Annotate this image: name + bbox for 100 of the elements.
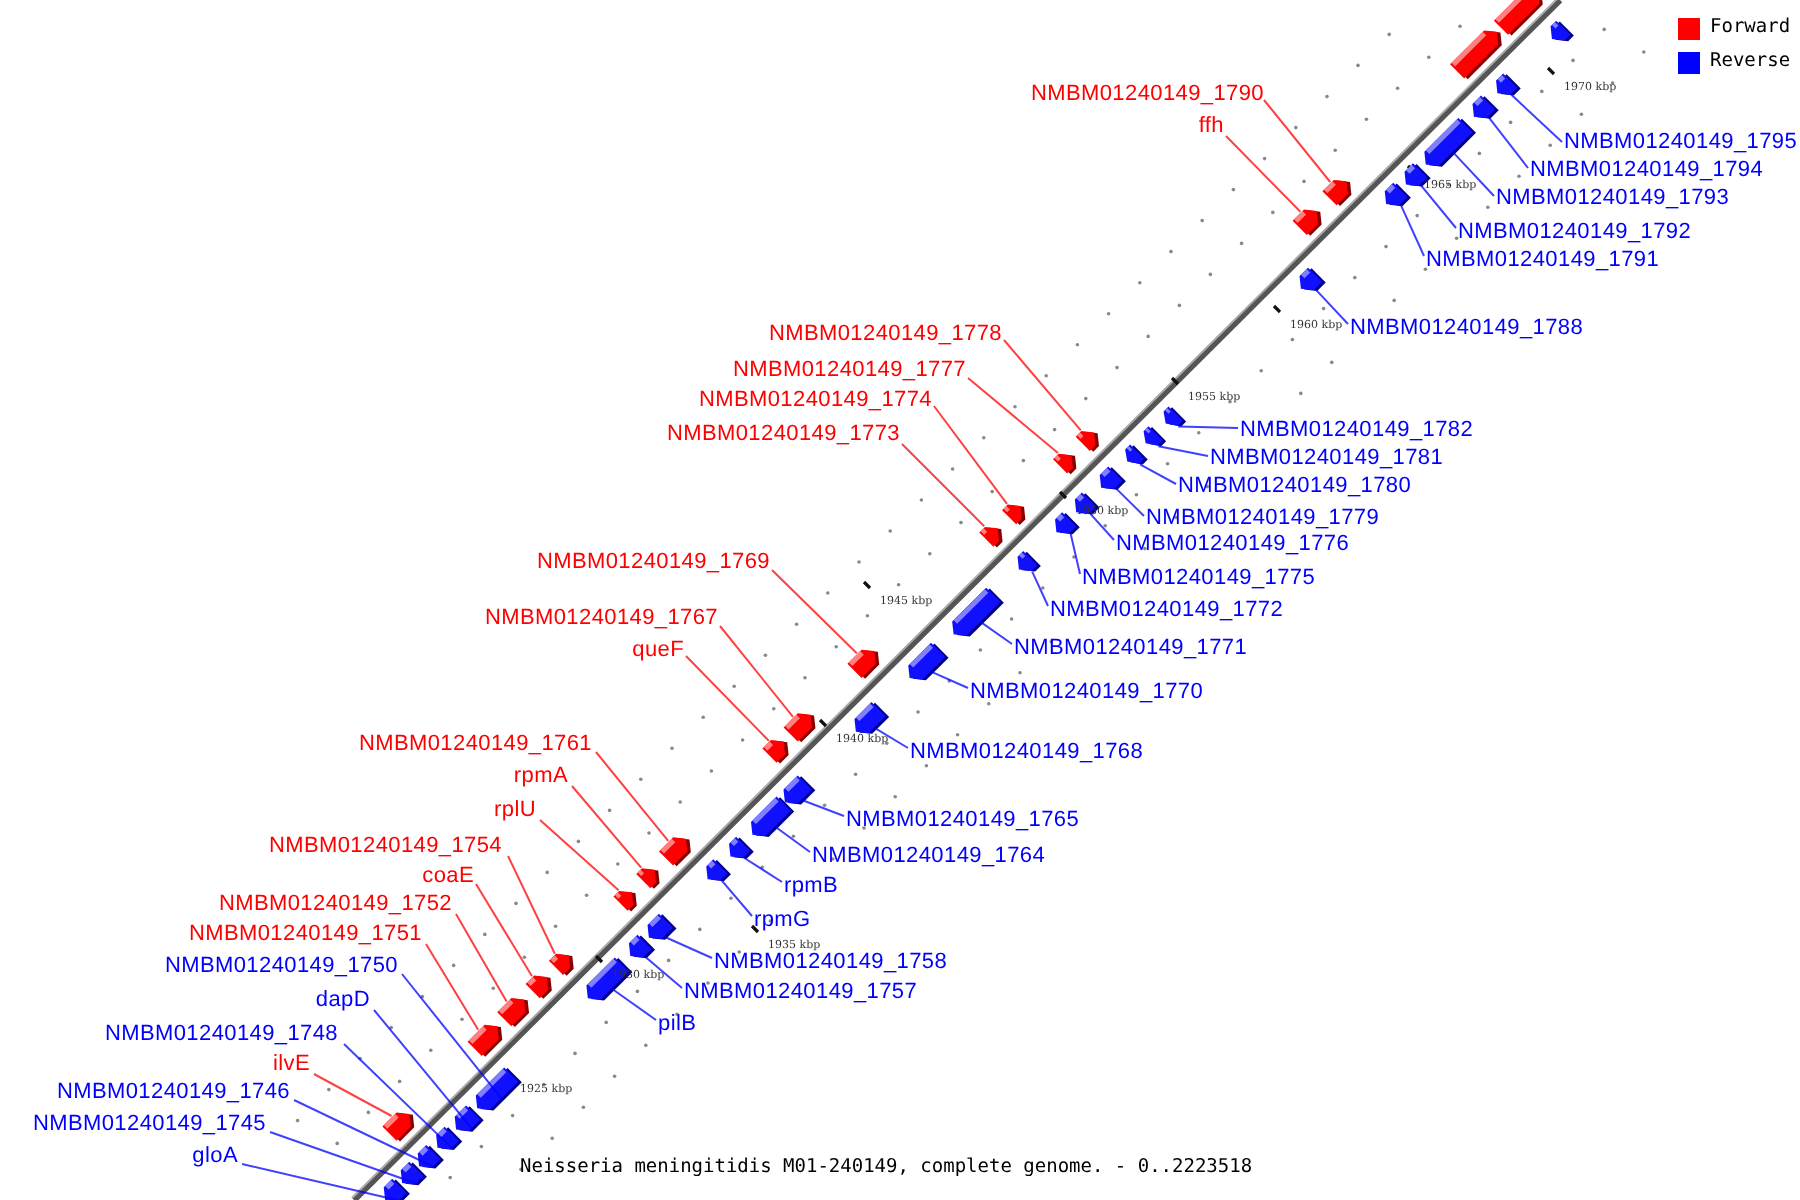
gene-block	[613, 890, 637, 912]
gene-label: NMBM01240149_1754	[268, 834, 502, 858]
gene-block	[751, 796, 795, 837]
leader-line	[343, 1043, 454, 1150]
gene-block	[1496, 73, 1521, 96]
gene-block	[400, 1161, 427, 1186]
leader-line	[664, 936, 713, 959]
gene-block	[525, 975, 552, 999]
leader-line	[874, 727, 909, 749]
gene-label: dapD	[315, 988, 370, 1012]
gene-block	[497, 998, 530, 1028]
leader-line	[1487, 116, 1529, 169]
gene-label: NMBM01240149_1782	[1240, 418, 1474, 442]
gene-block	[475, 1067, 522, 1111]
gene-label: NMBM01240149_1793	[1496, 186, 1730, 210]
leader-line	[1089, 512, 1115, 541]
gene-label: NMBM01240149_1774	[698, 388, 932, 412]
gene-block	[647, 913, 677, 940]
gene-block	[952, 587, 1004, 637]
gene-block	[979, 526, 1003, 548]
gene-label: NMBM01240149_1768	[910, 740, 1144, 764]
gene-block	[729, 836, 754, 859]
gene-label: NMBM01240149_1769	[536, 550, 770, 574]
gene-block	[382, 1112, 415, 1142]
leader-line	[1139, 463, 1177, 485]
gene-block	[467, 1024, 503, 1057]
gene-label: NMBM01240149_1778	[768, 322, 1002, 346]
gene-label: coaE	[422, 864, 474, 888]
gene-label: gloA	[192, 1144, 238, 1168]
gene-block	[847, 649, 880, 679]
gene-block	[1493, 0, 1543, 36]
gene-label: pilB	[658, 1012, 697, 1036]
gene-block	[417, 1145, 444, 1169]
gene-label: NMBM01240149_1752	[218, 892, 452, 916]
leader-line	[1031, 570, 1049, 607]
gene-label: NMBM01240149_1781	[1210, 446, 1444, 470]
gene-label: NMBM01240149_1745	[32, 1112, 266, 1136]
gene-block	[783, 713, 816, 743]
leader-line	[455, 913, 508, 1003]
gene-label: NMBM01240149_1746	[56, 1080, 290, 1104]
leader-line	[685, 655, 770, 742]
gene-block	[706, 859, 731, 882]
gene-block	[762, 740, 789, 764]
gene-block	[1450, 30, 1502, 80]
gene-label: NMBM01240149_1776	[1116, 532, 1350, 556]
leader-line	[743, 857, 783, 883]
leader-line	[1452, 151, 1495, 197]
leader-line	[720, 879, 753, 917]
gene-label: NMBM01240149_1777	[732, 358, 966, 382]
gene-block	[1017, 551, 1041, 572]
gene-block	[854, 702, 890, 734]
gene-label: rplU	[494, 798, 536, 822]
leader-line	[475, 883, 533, 978]
gene-label: NMBM01240149_1761	[358, 732, 592, 756]
leader-line	[771, 569, 858, 655]
gene-label: ffh	[1198, 114, 1224, 138]
leader-line	[1510, 93, 1563, 143]
gene-label: NMBM01240149_1772	[1050, 598, 1284, 622]
leader-line	[1419, 184, 1457, 229]
leader-line	[425, 943, 480, 1031]
leader-line	[373, 1009, 474, 1130]
gene-block	[383, 1178, 410, 1200]
leader-line	[719, 625, 794, 718]
gene-block	[1075, 431, 1099, 452]
gene-label: NMBM01240149_1775	[1082, 566, 1316, 590]
gene-block	[783, 775, 816, 805]
gene-block	[1053, 453, 1077, 475]
gene-block	[908, 642, 949, 681]
gene-label: NMBM01240149_1795	[1564, 130, 1798, 154]
gene-label: NMBM01240149_1773	[666, 422, 900, 446]
leader-line	[595, 751, 670, 842]
gene-label: NMBM01240149_1770	[970, 680, 1204, 704]
gene-block	[1472, 95, 1499, 119]
leader-line	[1003, 339, 1082, 432]
gene-label: NMBM01240149_1792	[1458, 220, 1692, 244]
gene-block	[548, 953, 574, 976]
gene-block	[1055, 512, 1080, 535]
gene-label: NMBM01240149_1751	[188, 922, 422, 946]
leader-line	[539, 819, 620, 892]
leader-line	[507, 855, 556, 955]
gene-block	[628, 934, 656, 959]
leader-line	[1069, 532, 1081, 575]
gene-label: NMBM01240149_1765	[846, 808, 1080, 832]
gene-label: NMBM01240149_1788	[1350, 316, 1584, 340]
gene-label: rpmB	[784, 874, 839, 898]
gene-block	[1125, 444, 1148, 465]
leader-line	[241, 1163, 401, 1200]
gene-block	[1163, 406, 1187, 427]
gene-block	[659, 837, 691, 867]
gene-label: rpmG	[754, 908, 811, 932]
gene-block	[1299, 267, 1326, 291]
gene-block	[454, 1105, 484, 1132]
gene-label: NMBM01240149_1758	[714, 950, 948, 974]
leader-line	[293, 1099, 435, 1168]
leader-line	[571, 785, 643, 869]
leader-line	[269, 1131, 418, 1185]
leader-line	[901, 443, 986, 528]
gene-block	[1143, 426, 1167, 447]
gene-label: NMBM01240149_1794	[1530, 158, 1764, 182]
gene-block	[1550, 20, 1574, 42]
